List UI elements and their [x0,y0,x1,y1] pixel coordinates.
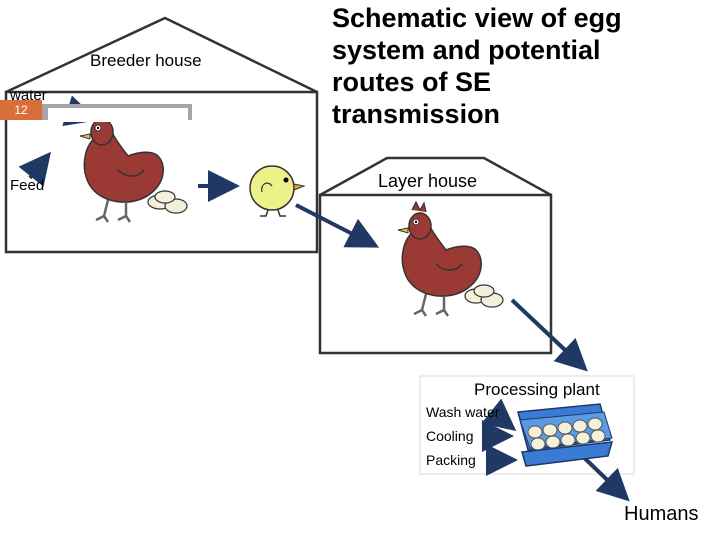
diagram-title: Schematic view of egg system and potenti… [332,3,622,129]
breeder-hen-icon [79,106,164,223]
packing-label: Packing [426,452,476,468]
wash-water-label: Wash water [426,404,500,420]
layer-hen-icon [397,200,482,317]
water-label: water [10,87,47,104]
breeder-eggs-icon [147,190,188,214]
processing-plant-box [419,375,635,475]
breeder-house-outline [4,16,319,254]
layer-house-label: Layer house [378,171,478,191]
feed-label: Feed [10,177,45,194]
wash-water-arrow [481,398,517,431]
layer-house-outline [318,156,553,355]
processing-plant-label: Processing plant [474,380,600,399]
header-bar-mask [48,108,188,122]
layer-to-processing-arrow [510,298,588,372]
humans-label: Humans [624,503,699,525]
chick-icon [249,165,306,217]
feed-arrow [18,151,51,187]
cooling-label: Cooling [426,428,474,444]
egg-carton-icon [517,403,614,467]
breeder-to-layer-arrow [295,203,380,248]
breeder-house-label: Breeder house [90,51,202,70]
slide-number: 12 [0,100,42,120]
layer-eggs-icon [464,284,504,308]
